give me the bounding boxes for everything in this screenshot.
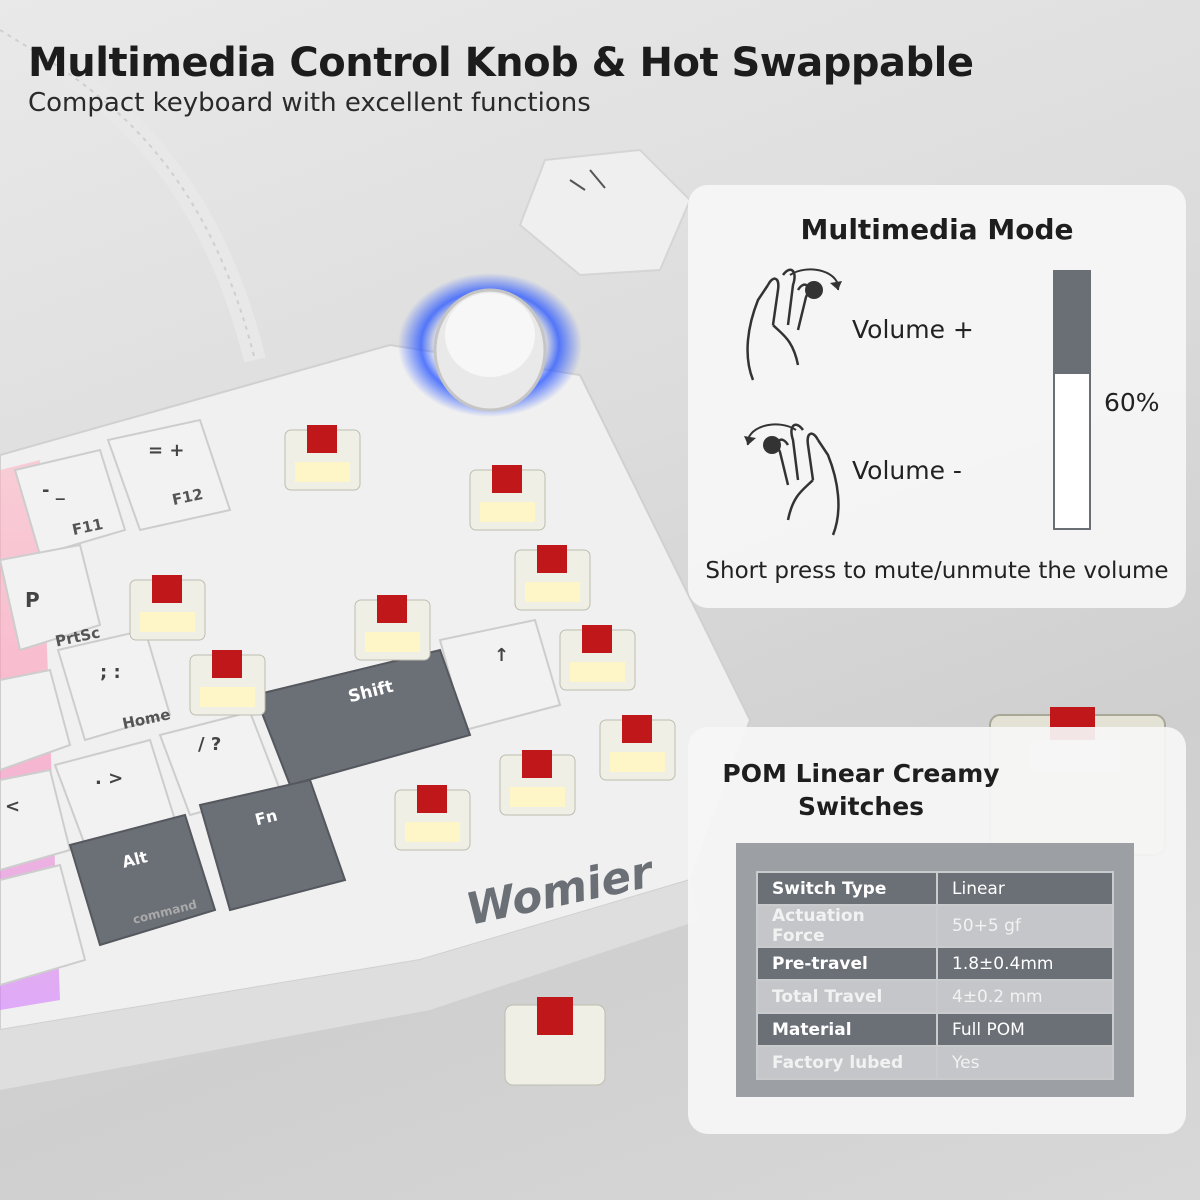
rotate-clockwise-icon	[746, 268, 842, 381]
volume-level-label: 60%	[1104, 388, 1160, 417]
volume-level-fill	[1055, 272, 1089, 375]
volume-level-meter	[1053, 270, 1091, 530]
switch-title-line1: POM Linear Creamy	[722, 759, 1000, 788]
spec-key: Material	[756, 1012, 938, 1047]
mute-instruction: Short press to mute/unmute the volume	[705, 558, 1169, 584]
keycap-legend: ; :	[100, 662, 121, 683]
keycap-legend: P	[25, 588, 40, 612]
keycap-legend: - _	[42, 480, 65, 501]
spec-value: 4±0.2 mm	[936, 979, 1114, 1014]
keycap-legend: / ?	[198, 734, 222, 755]
spec-value: Yes	[936, 1045, 1114, 1080]
page-subtitle: Compact keyboard with excellent function…	[28, 88, 591, 118]
multimedia-title: Multimedia Mode	[800, 213, 1074, 246]
switch-title-line2: Switches	[797, 792, 925, 821]
spec-key: Total Travel	[756, 979, 938, 1014]
keycap-legend: <	[5, 796, 21, 817]
spec-key: Switch Type	[756, 871, 938, 906]
spec-value: 50+5 gf	[936, 904, 1114, 948]
spec-key: Pre-travel	[756, 946, 938, 981]
keycap-legend: ↑	[494, 645, 510, 666]
rotate-counterclockwise-icon	[744, 423, 840, 536]
switch-title: POM Linear Creamy Switches	[718, 757, 1004, 823]
page-title: Multimedia Control Knob & Hot Swappable	[28, 40, 974, 86]
spec-key: Factory lubed	[756, 1045, 938, 1080]
volume-down-label: Volume -	[852, 456, 962, 485]
keycap-legend: . >	[95, 768, 124, 789]
volume-up-label: Volume +	[852, 315, 974, 344]
keycap-legend: = +	[148, 440, 185, 461]
spec-value: 1.8±0.4mm	[936, 946, 1114, 981]
spec-value: Linear	[936, 871, 1114, 906]
spec-value: Full POM	[936, 1012, 1114, 1047]
multimedia-panel: Multimedia Mode Volume + Volume - 60% Sh…	[688, 185, 1186, 608]
spec-key: Actuation Force	[756, 904, 938, 948]
